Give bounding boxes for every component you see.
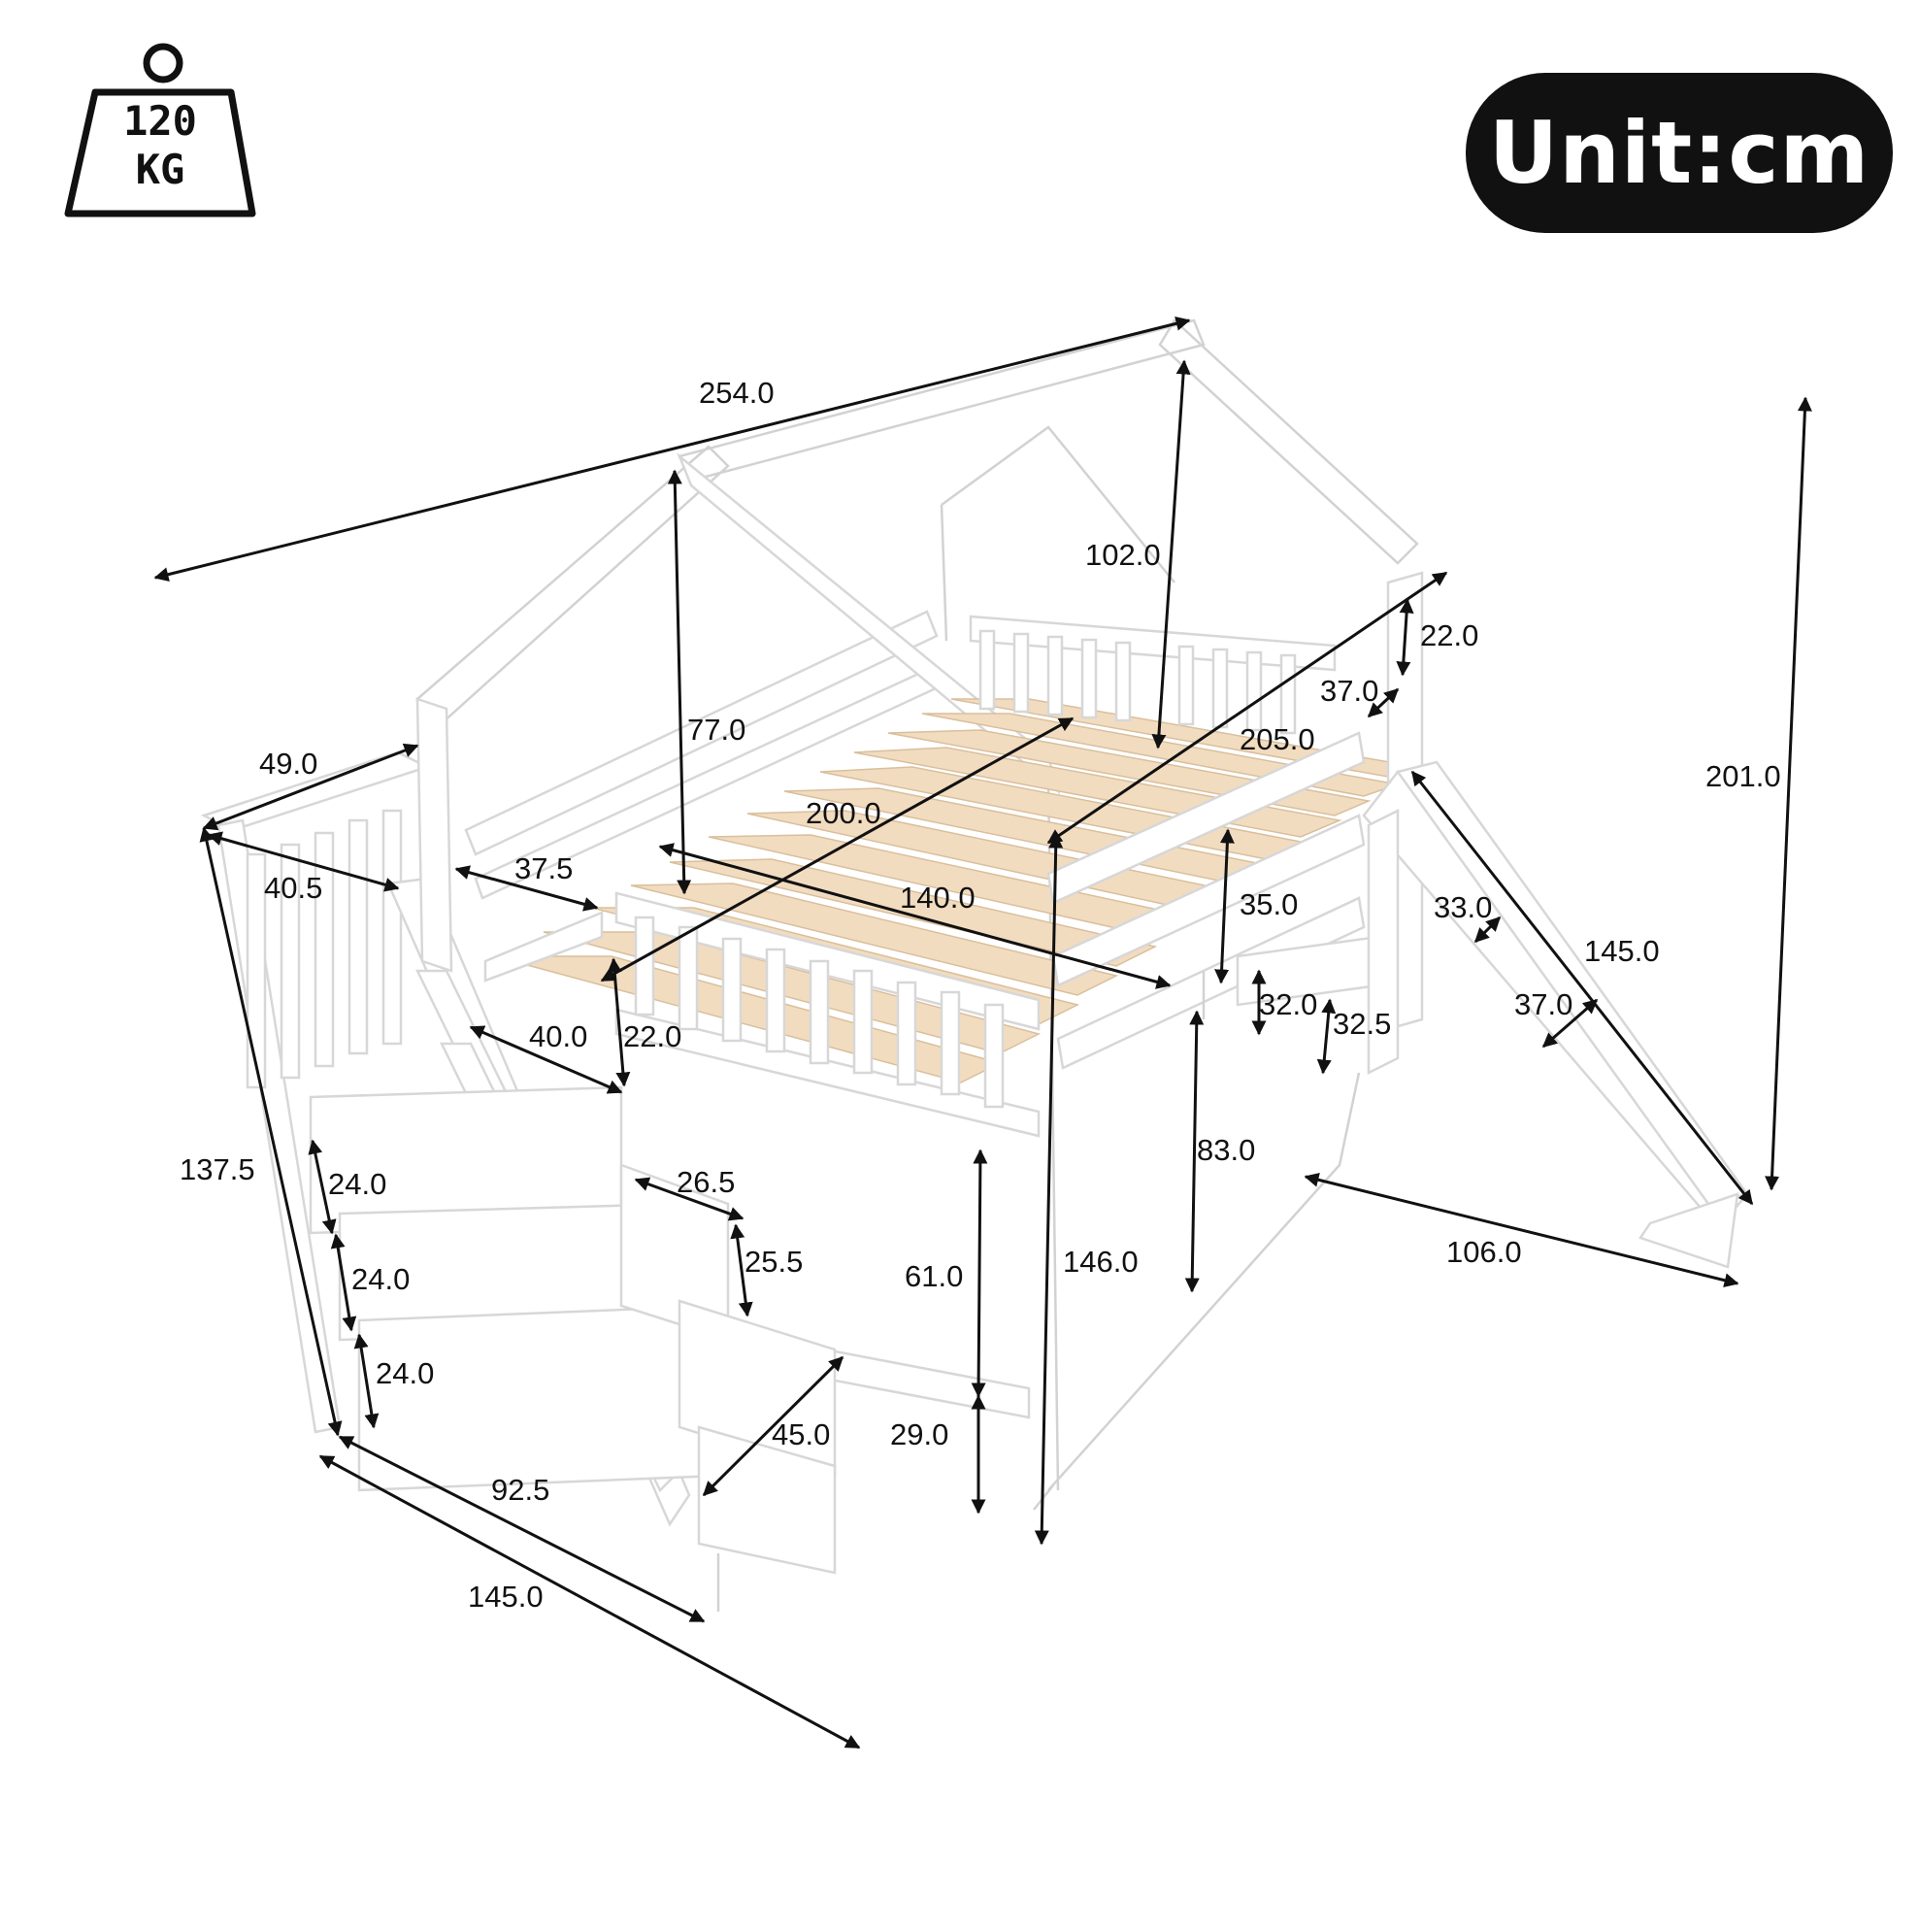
dimension-line [1304, 1172, 1739, 1288]
dimension-line [1410, 770, 1754, 1206]
dimension-line [1184, 1010, 1205, 1293]
dimension-label: 24.0 [328, 1167, 386, 1201]
dimension-line [353, 1333, 380, 1429]
dimension-line [1046, 571, 1448, 845]
dimension-label: 24.0 [351, 1262, 410, 1296]
dimension-label: 49.0 [259, 747, 317, 781]
dimension-line [469, 1025, 623, 1094]
dimension-line [330, 1233, 357, 1332]
dimension-label: 37.5 [514, 851, 573, 885]
dimension-line [971, 1149, 988, 1398]
dimension-line [730, 1223, 753, 1317]
dimension-label: 145.0 [1584, 934, 1660, 968]
dimension-label: 24.0 [376, 1356, 434, 1390]
dimension-label: 146.0 [1063, 1245, 1139, 1279]
dimension-line [1765, 396, 1812, 1191]
dimension-label: 26.5 [677, 1165, 735, 1199]
dimension-label: 32.0 [1259, 987, 1317, 1021]
dimension-label: 22.0 [623, 1019, 681, 1053]
dimension-label: 201.0 [1705, 759, 1781, 793]
weight-label: 120 KG [58, 97, 262, 194]
dimension-line [308, 1139, 337, 1235]
dimension-label: 40.5 [264, 871, 322, 905]
dimension-label: 205.0 [1240, 722, 1315, 756]
dimension-line [658, 843, 1172, 989]
dimension-line [1214, 828, 1235, 984]
dimension-label: 61.0 [905, 1259, 963, 1293]
dimension-line [153, 316, 1191, 583]
dimension-line [199, 826, 343, 1437]
dimension-line [454, 865, 599, 912]
dimension-label: 35.0 [1240, 887, 1298, 921]
dimension-line [1541, 998, 1599, 1049]
dimension-line [634, 1177, 744, 1221]
dimension-label: 92.5 [491, 1473, 549, 1507]
dimension-label: 25.5 [744, 1245, 803, 1279]
weight-value: 120 [123, 97, 197, 145]
bed-frame-drawing [200, 318, 1750, 1612]
dimension-label: 140.0 [900, 881, 976, 915]
dimension-label: 37.0 [1320, 674, 1378, 708]
dimension-label: 77.0 [687, 713, 745, 747]
dimension-label: 200.0 [806, 796, 881, 830]
dimension-label: 22.0 [1420, 618, 1478, 652]
weight-unit: KG [135, 146, 185, 193]
dimension-line [202, 743, 419, 831]
dimension-label: 40.0 [529, 1019, 587, 1053]
dimension-line [1316, 998, 1337, 1075]
dimension-line [607, 957, 631, 1087]
dimension-labels: 254.0 102.0 22.0 37.0 77.0 205.0 201.0 4… [180, 376, 1781, 1614]
dimension-label: 254.0 [699, 376, 775, 410]
dimension-line [667, 469, 692, 895]
dimension-line [1034, 833, 1064, 1546]
dimension-label: 45.0 [772, 1417, 830, 1451]
dimension-label: 137.5 [180, 1152, 255, 1186]
dimension-label: 32.5 [1333, 1007, 1391, 1041]
dimension-label: 83.0 [1197, 1133, 1255, 1167]
unit-badge: Unit:cm [1466, 73, 1893, 233]
dimension-label: 33.0 [1434, 890, 1492, 924]
dimension-label: 106.0 [1446, 1235, 1522, 1269]
dimension-label: 37.0 [1514, 987, 1572, 1021]
dimension-label: 29.0 [890, 1417, 948, 1451]
weight-icon [58, 34, 262, 228]
dimension-label: 102.0 [1085, 538, 1161, 572]
dimension-line [318, 1454, 861, 1749]
dimension-lines [153, 316, 1812, 1749]
dimension-label: 145.0 [468, 1580, 544, 1614]
